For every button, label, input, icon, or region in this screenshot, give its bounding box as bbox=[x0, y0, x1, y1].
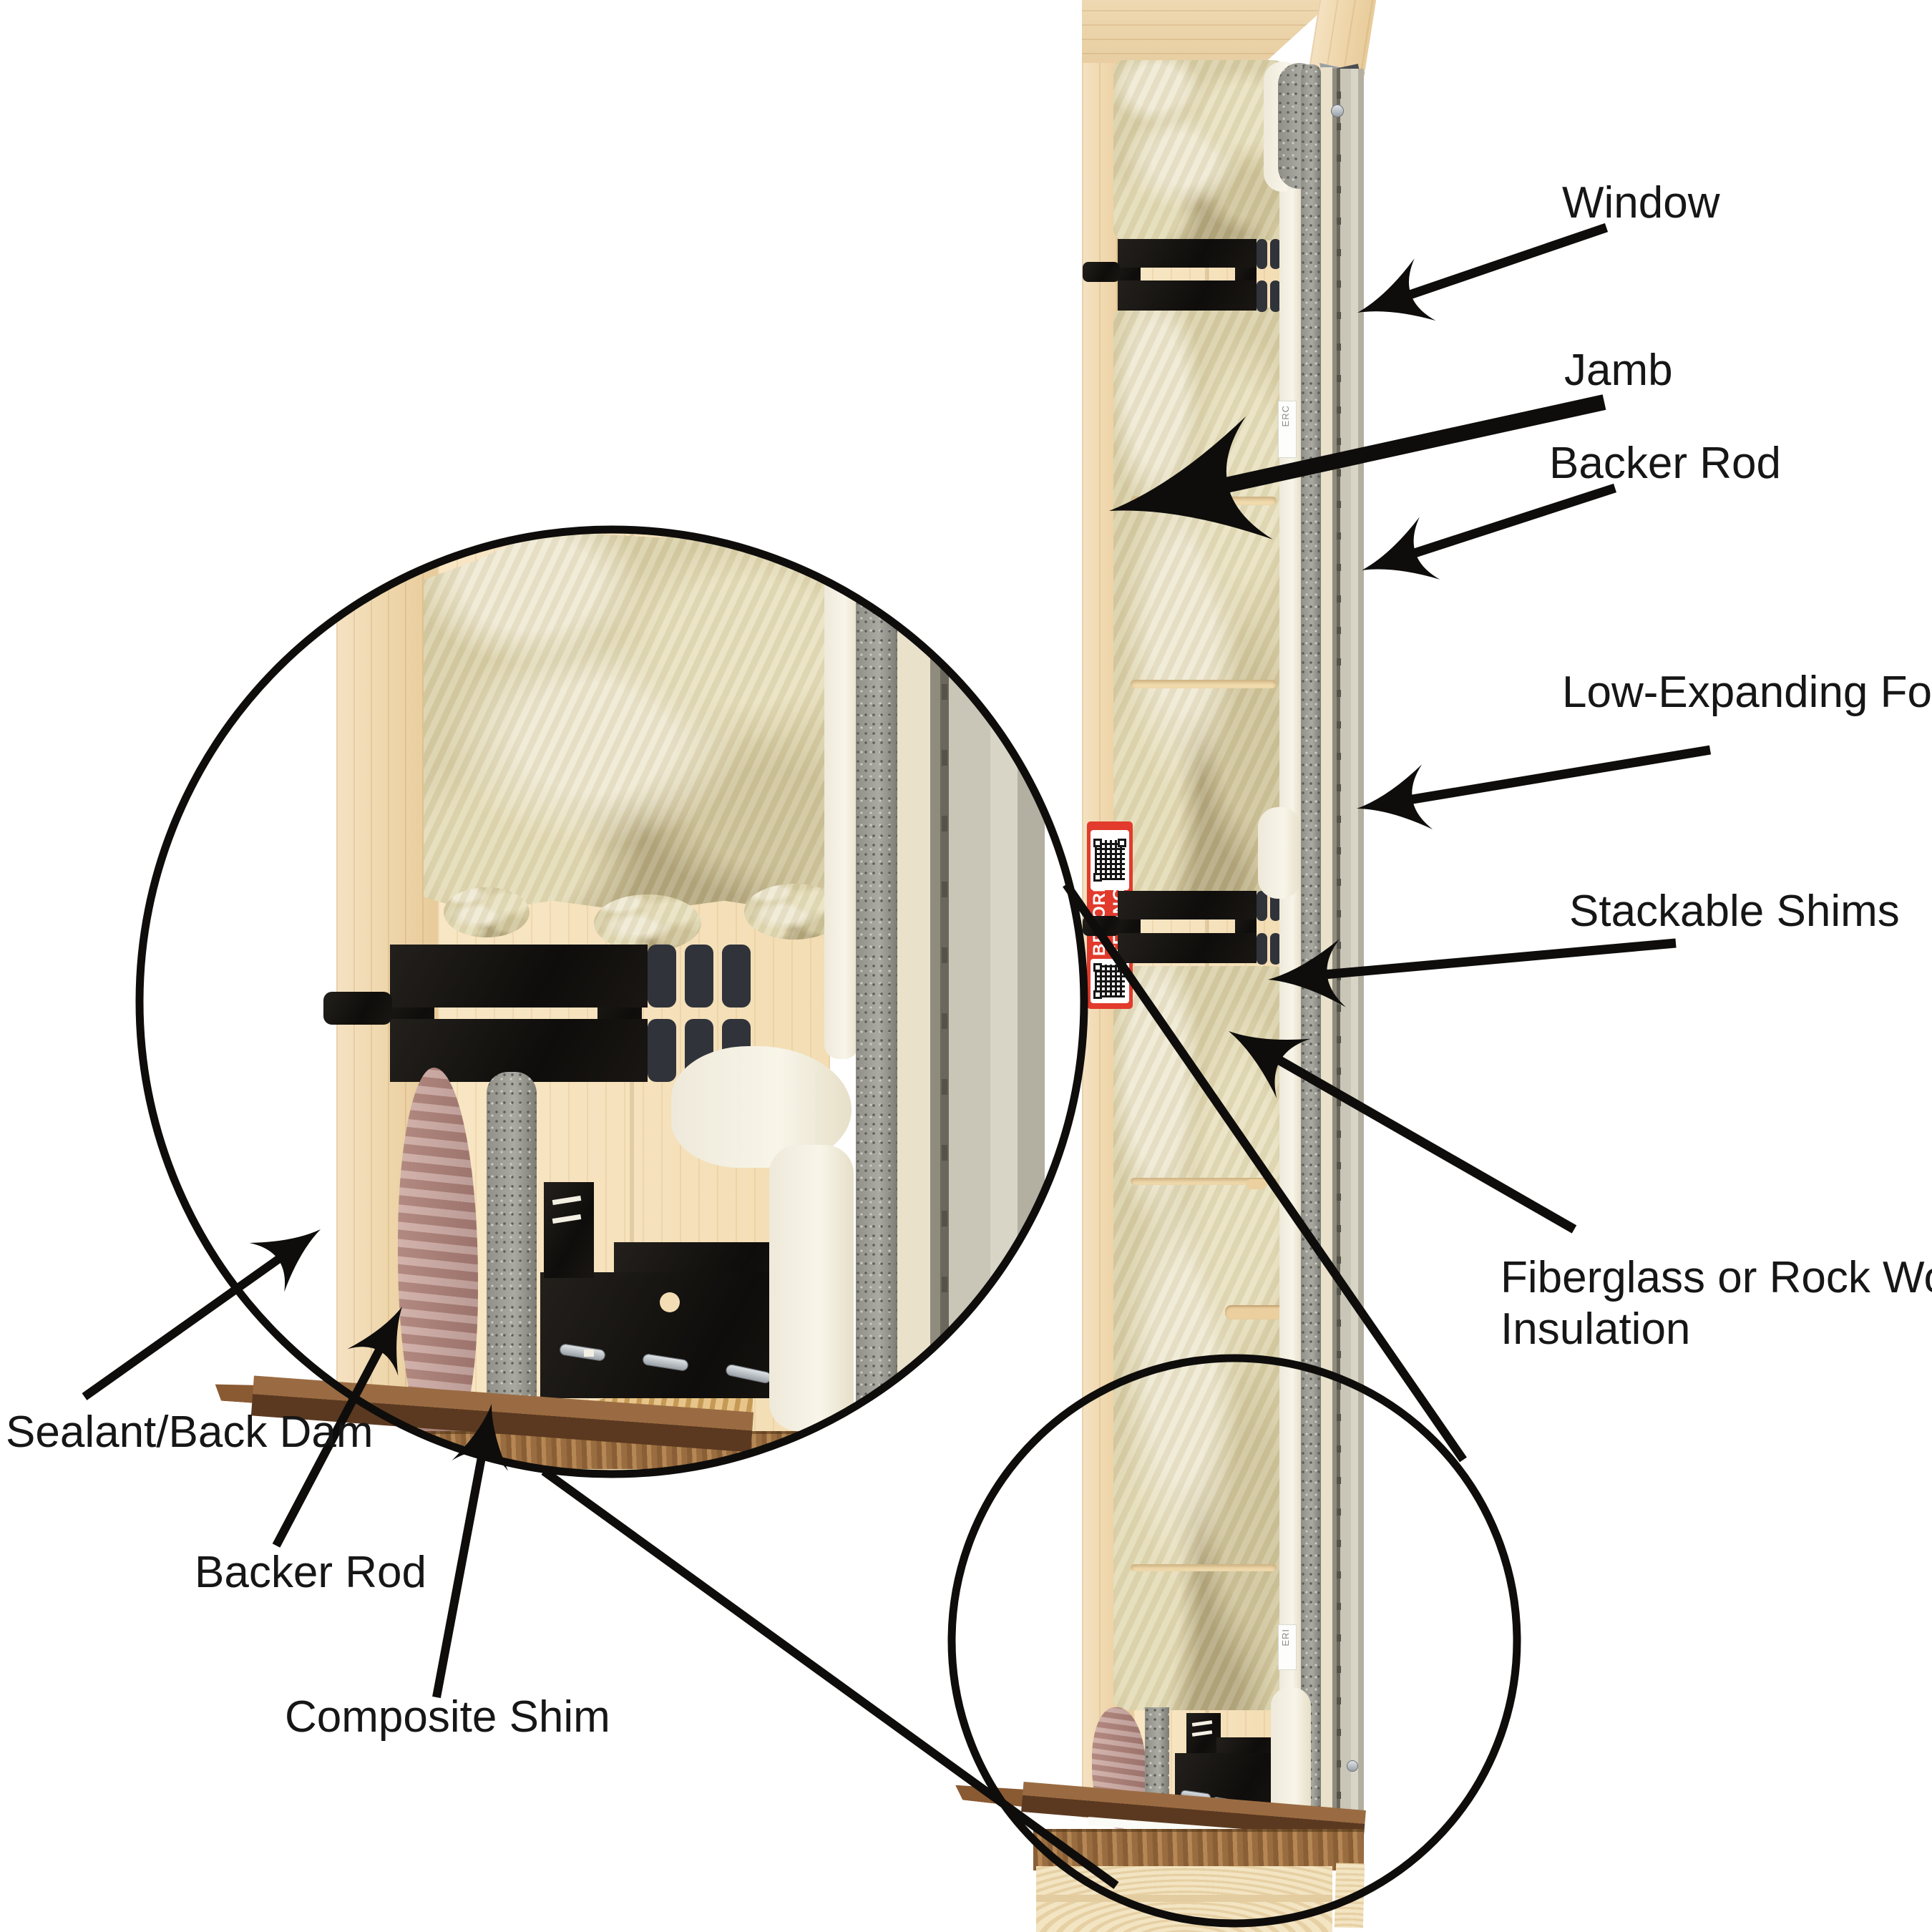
label-stackable-shims: Stackable Shims bbox=[1569, 887, 1900, 936]
arrow-window-head bbox=[1357, 258, 1436, 321]
qr-code-top bbox=[1091, 830, 1129, 890]
batt-seam bbox=[1131, 1564, 1277, 1571]
arrow-jamb-head bbox=[1109, 416, 1273, 540]
insulation-tuft bbox=[594, 894, 701, 952]
qr-code-bottom bbox=[1091, 959, 1129, 1003]
arrow-low-expanding-foam-head bbox=[1357, 764, 1433, 830]
inset-backer-rod-right bbox=[856, 526, 897, 1438]
wood-peg bbox=[1225, 1305, 1287, 1319]
arrow-fiberglass-insulation-head bbox=[1229, 1031, 1311, 1098]
batt-seam bbox=[1131, 680, 1277, 688]
window-frame bbox=[1332, 69, 1364, 1855]
label-low-expanding-foam: Low-Expanding Foam bbox=[1562, 668, 1932, 717]
arrow-backer-rod-right-head bbox=[1362, 517, 1440, 580]
arrow-jamb-shaft bbox=[1220, 394, 1606, 494]
arrow-window-shaft bbox=[1406, 223, 1609, 300]
insulation-batt-top bbox=[1113, 60, 1285, 240]
shim-tab bbox=[1083, 262, 1120, 282]
inset-insulation bbox=[424, 530, 853, 912]
insulation-tuft bbox=[444, 887, 530, 937]
inset-backer-rod-left bbox=[487, 1072, 537, 1433]
arrow-backer-rod-left-head bbox=[347, 1307, 402, 1376]
shim-bar bbox=[1118, 280, 1257, 311]
arrow-backer-rod-left-shaft bbox=[272, 1346, 384, 1548]
label-window: Window bbox=[1562, 178, 1720, 228]
inset-foam-column bbox=[769, 1145, 854, 1431]
insulation-batt-bottom bbox=[1113, 966, 1285, 1710]
arrow-sealant-back-dam-shaft bbox=[82, 1254, 283, 1400]
label-fiberglass-line1: Fiberglass or Rock Wool bbox=[1501, 1253, 1932, 1302]
inset-foam-strip bbox=[824, 526, 859, 1059]
label-backer-rod-right: Backer Rod bbox=[1549, 439, 1781, 488]
zoom-connector-lower bbox=[541, 1468, 1119, 1889]
arrow-low-expanding-foam-shaft bbox=[1408, 745, 1712, 805]
label-sealant-back-dam: Sealant/Back Dam bbox=[6, 1407, 374, 1457]
zoom-connector-upper bbox=[1063, 882, 1467, 1463]
arrow-composite-shim-head bbox=[452, 1404, 509, 1471]
arrow-fiberglass-insulation-shaft bbox=[1275, 1055, 1577, 1234]
magnified-inset-circle bbox=[136, 526, 1088, 1478]
foam-blob bbox=[1258, 807, 1301, 899]
inset-window-frame bbox=[930, 526, 1045, 1474]
inset-white-chip bbox=[584, 1350, 594, 1357]
paper-label-scrap: ERI bbox=[1278, 1624, 1297, 1670]
magnifier-small-ring bbox=[947, 1354, 1521, 1928]
shim-pack-tab bbox=[1186, 1713, 1221, 1756]
arrow-stackable-shims-shaft bbox=[1323, 938, 1677, 980]
arrow-stackable-shims-head bbox=[1268, 938, 1346, 1008]
inset-shim-pack-tab bbox=[544, 1182, 594, 1278]
paper-label-scrap: ERC bbox=[1278, 401, 1297, 458]
insulation-batt-middle bbox=[1113, 308, 1285, 893]
wood-peg bbox=[1246, 1179, 1267, 1189]
label-backer-rod-left: Backer Rod bbox=[195, 1548, 426, 1597]
inset-shim-tab bbox=[323, 992, 392, 1025]
arrow-backer-rod-right-shaft bbox=[1411, 483, 1617, 559]
label-jamb: Jamb bbox=[1564, 346, 1673, 395]
magnifier-big-ring bbox=[135, 525, 1088, 1478]
label-fiberglass-line2: Insulation bbox=[1501, 1304, 1691, 1354]
label-composite-shim: Composite Shim bbox=[285, 1692, 610, 1742]
shim-bar bbox=[1118, 891, 1257, 919]
frame-screw bbox=[1347, 1760, 1358, 1772]
label-fiberglass-insulation: Fiberglass or Rock Wool Insulation bbox=[1501, 1252, 1932, 1355]
shim-bar bbox=[1118, 933, 1257, 963]
inset-shim-pack-hole bbox=[660, 1292, 680, 1312]
arrow-sealant-back-dam-head bbox=[249, 1229, 321, 1292]
frame-screw bbox=[1331, 104, 1344, 117]
arrow-composite-shim-shaft bbox=[432, 1449, 487, 1699]
inset-shim-bar bbox=[390, 945, 648, 1008]
inset-frame-dashes bbox=[942, 526, 947, 1474]
inset-jamb-edge bbox=[897, 526, 930, 1463]
frame-groove-dashes bbox=[1337, 69, 1341, 1855]
lumber-band bbox=[1036, 1895, 1332, 1902]
inset-caulk-smear bbox=[932, 1425, 997, 1473]
shim-bar bbox=[1118, 239, 1257, 268]
inset-frame-screw bbox=[990, 1375, 1009, 1394]
batt-seam bbox=[1131, 1178, 1277, 1185]
